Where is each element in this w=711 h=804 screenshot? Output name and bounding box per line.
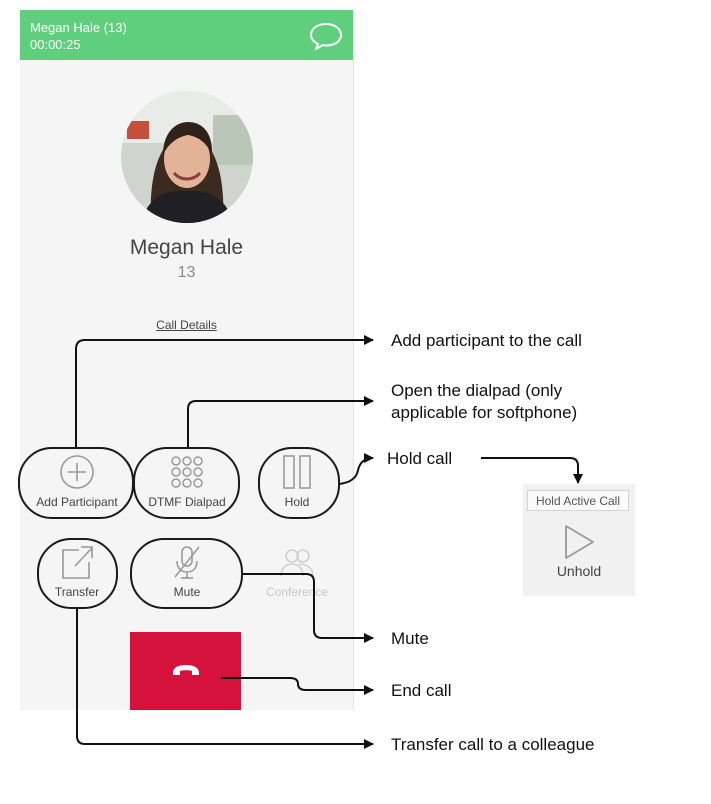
dtmf-dialpad-label: DTMF Dialpad bbox=[148, 495, 226, 509]
dtmf-dialpad-button[interactable]: DTMF Dialpad bbox=[130, 448, 244, 514]
conference-people-icon bbox=[240, 544, 354, 580]
mute-button[interactable]: Mute bbox=[130, 538, 244, 604]
hold-button[interactable]: Hold bbox=[240, 448, 354, 514]
transfer-label: Transfer bbox=[54, 585, 100, 599]
hold-label: Hold bbox=[284, 495, 310, 509]
annotation-dialpad-line1: Open the dialpad (only bbox=[391, 381, 563, 400]
microphone-muted-icon bbox=[130, 544, 244, 580]
annotation-end-call: End call bbox=[391, 681, 452, 700]
unhold-label: Unhold bbox=[556, 563, 602, 579]
hold-state-panel: Hold Active Call Unhold bbox=[523, 484, 635, 596]
conference-label: Conference bbox=[265, 585, 329, 599]
pause-icon bbox=[240, 454, 354, 490]
end-call-button[interactable] bbox=[130, 632, 241, 710]
transfer-button[interactable]: Transfer bbox=[20, 538, 134, 604]
call-header: Megan Hale (13) 00:00:25 bbox=[20, 10, 353, 60]
play-icon bbox=[565, 525, 594, 559]
plus-circle-icon bbox=[20, 454, 134, 490]
mute-label: Mute bbox=[173, 585, 201, 599]
conference-button[interactable]: Conference bbox=[240, 538, 354, 604]
annotation-hold: Hold call bbox=[387, 449, 453, 468]
call-timer: 00:00:25 bbox=[30, 37, 81, 52]
add-participant-button[interactable]: Add Participant bbox=[20, 448, 134, 514]
annotation-add-participant: Add participant to the call bbox=[391, 331, 582, 350]
transfer-arrow-icon bbox=[20, 544, 134, 580]
call-details-link[interactable]: Call Details bbox=[156, 318, 217, 332]
softphone-panel: Megan Hale (13) 00:00:25 Megan Hale 13 C… bbox=[20, 10, 354, 710]
caller-extension: 13 bbox=[177, 264, 196, 281]
dialpad-icon bbox=[130, 454, 244, 490]
unhold-button[interactable]: Unhold bbox=[523, 524, 635, 590]
hold-active-call-tooltip[interactable]: Hold Active Call bbox=[527, 490, 629, 511]
annotation-mute: Mute bbox=[391, 629, 429, 648]
caller-name: Megan Hale bbox=[129, 236, 244, 259]
header-caller-title: Megan Hale (13) bbox=[30, 20, 127, 35]
phone-hangup-icon bbox=[172, 665, 199, 675]
add-participant-label: Add Participant bbox=[36, 495, 118, 509]
annotation-transfer: Transfer call to a colleague bbox=[391, 735, 595, 754]
annotation-dialpad-line2: applicable for softphone) bbox=[391, 403, 578, 422]
chat-bubble-icon[interactable] bbox=[309, 22, 343, 50]
